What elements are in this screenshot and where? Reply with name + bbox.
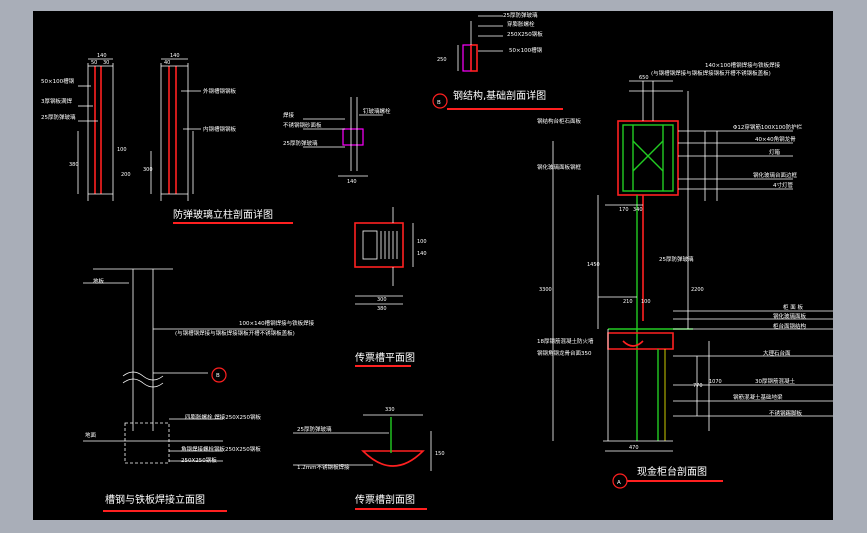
cc-marble: 大理石台面 <box>763 349 791 357</box>
ts-dim-150: 150 <box>435 451 445 457</box>
cc-r5: 钢筋混凝土基础地梁 <box>733 393 783 401</box>
cc-dim-340: 340 <box>633 207 643 213</box>
tp-dim-100: 100 <box>417 239 427 245</box>
cc-dim-470: 470 <box>629 445 639 451</box>
gc-dim-140a: 140 <box>97 53 107 59</box>
sd-dim-140: 140 <box>347 179 357 185</box>
ssw-label-anchor: 四膨胀螺栓 焊接250X250钢板 <box>185 413 262 421</box>
gc-dim-300: 300 <box>143 167 153 173</box>
td-label-glass: 25厚防弹玻璃 <box>503 11 538 19</box>
cc-dim-210: 210 <box>623 299 633 305</box>
slot-steel-weld-elevation <box>83 268 273 464</box>
tp-dim-380: 380 <box>377 306 387 312</box>
cc-left1: 钢结构台柜石面板 <box>537 117 582 125</box>
cc-counter2: 钢钢角钢龙骨台面350 <box>537 349 592 357</box>
sd-label-glass: 25厚防弹玻璃 <box>283 139 318 147</box>
cc-dim-2200: 2200 <box>691 287 704 293</box>
tp-dim-140: 140 <box>417 251 427 257</box>
title-trough-section: 传票槽剖面图 <box>355 493 415 506</box>
ts-label-glass: 25厚防弹玻璃 <box>297 425 332 433</box>
title-counter-section: 现金柜台剖面图 <box>637 465 707 478</box>
ssw-label-floor: 地板 <box>93 277 105 285</box>
cc-left2: 钢化玻璃面板钢框 <box>537 163 582 171</box>
cc-dim-770: 770 <box>693 383 703 389</box>
cc-top-bar: Φ12穿钢筋100X100防护栏 <box>733 123 803 131</box>
marker-b-top-label: B <box>437 100 441 106</box>
cc-dim-1070: 1070 <box>709 379 722 385</box>
cc-r2: 钢化玻璃面板 <box>773 312 807 320</box>
td-dim-250: 250 <box>437 57 447 63</box>
gc-label-steel-plate: 3厚钢板满焊 <box>41 97 72 105</box>
gc-dim-380: 380 <box>69 162 79 168</box>
td-label-plate: 250X250钢板 <box>507 30 543 38</box>
ts-label-stainless: 1.2mm不锈钢板焊接 <box>297 463 350 471</box>
ssw-label-bolt-weld: 角钢焊接螺栓钢板250X250钢板 <box>181 445 261 453</box>
top-plate-detail <box>457 15 503 72</box>
glass-column-section <box>77 58 201 201</box>
drawing-canvas: .w{stroke:#fff;stroke-width:0.8;fill:non… <box>33 11 833 520</box>
cc-counter1: 18厚钢筋混凝土防火墙 <box>537 337 594 345</box>
cc-glass: 25厚防弹玻璃 <box>659 255 694 263</box>
cc-top-t5: 4寸灯管 <box>773 181 793 189</box>
cc-dim-170: 170 <box>619 207 629 213</box>
td-label-bolt: 穿膨胀螺栓 <box>507 20 535 28</box>
gc-dim-200: 200 <box>121 172 131 178</box>
sd-label-stainless: 不锈钢钢砂面板 <box>283 121 322 129</box>
sd-label-weld: 焊接 <box>283 111 295 119</box>
gc-label-steel-slot: 50×100槽钢 <box>41 77 75 85</box>
ssw-label-slot: 100×140槽钢焊接与铁板焊接 <box>239 319 315 327</box>
title-trough-plan: 传票槽平面图 <box>355 351 415 364</box>
cc-dim-1450: 1450 <box>587 262 600 268</box>
steel-detail <box>303 97 383 177</box>
gc-dim-100: 100 <box>117 147 127 153</box>
cc-r1: 柜 面 板 <box>783 303 803 311</box>
sd-label-glass-bolt: 钉玻璃螺栓 <box>363 107 391 115</box>
cc-dim-650: 650 <box>639 75 649 81</box>
cad-drawing: .w{stroke:#fff;stroke-width:0.8;fill:non… <box>41 11 833 512</box>
cc-top-lamp: 灯箱 <box>769 148 781 156</box>
title-steel-base: 钢结构,基础剖面详图 <box>453 89 546 102</box>
title-glass-column: 防弹玻璃立柱剖面详图 <box>173 208 273 221</box>
gc-label-inner-steel: 内钢槽钢钢板 <box>203 125 237 133</box>
gc-dim-50: 50 <box>91 60 97 66</box>
cc-top-panel: 钢化玻璃台面边框 <box>753 171 798 179</box>
cash-counter-section <box>552 80 833 452</box>
ssw-label-ground: 地面 <box>85 431 97 439</box>
ssw-label-plate: 250X250钢板 <box>181 456 217 464</box>
cc-r4: 30厚钢筋混凝土 <box>755 377 795 385</box>
gc-label-bullet-glass: 25厚防弹玻璃 <box>41 113 76 121</box>
marker-a-label: A <box>617 480 621 486</box>
cc-top-l1: 140×100槽钢焊接与铁板焊接 <box>705 61 781 69</box>
cc-dim-100: 100 <box>641 299 651 305</box>
trough-section <box>293 414 432 471</box>
title-slot-steel-weld: 槽钢与铁板焊接立面图 <box>105 493 205 506</box>
gc-label-outer-steel: 外钢槽钢钢板 <box>203 87 237 95</box>
ssw-label-slot-note: (与钢槽钢焊接与钢板焊接钢板开槽不锈钢板盖板) <box>175 329 295 337</box>
cc-top-wood: 40×40角钢龙骨 <box>755 135 796 143</box>
td-label-slot: 50×100槽钢 <box>509 46 543 54</box>
marker-b-top <box>432 93 448 109</box>
marker-b-left <box>211 367 227 383</box>
tp-dim-300: 300 <box>377 297 387 303</box>
gc-dim-140b: 140 <box>170 53 180 59</box>
cc-r3: 柜台面钢结构 <box>773 322 807 330</box>
cc-top-l2: (与钢槽钢焊接与钢板焊接钢板开槽不锈钢板盖板) <box>651 69 771 77</box>
gc-dim-40: 40 <box>164 60 170 66</box>
ts-dim-330: 330 <box>385 407 395 413</box>
cc-dim-3300: 3300 <box>539 287 552 293</box>
trough-plan <box>354 207 414 305</box>
cc-r6: 不锈钢踢脚板 <box>769 409 803 417</box>
gc-dim-30: 30 <box>103 60 109 66</box>
marker-b-left-label: B <box>216 373 220 379</box>
